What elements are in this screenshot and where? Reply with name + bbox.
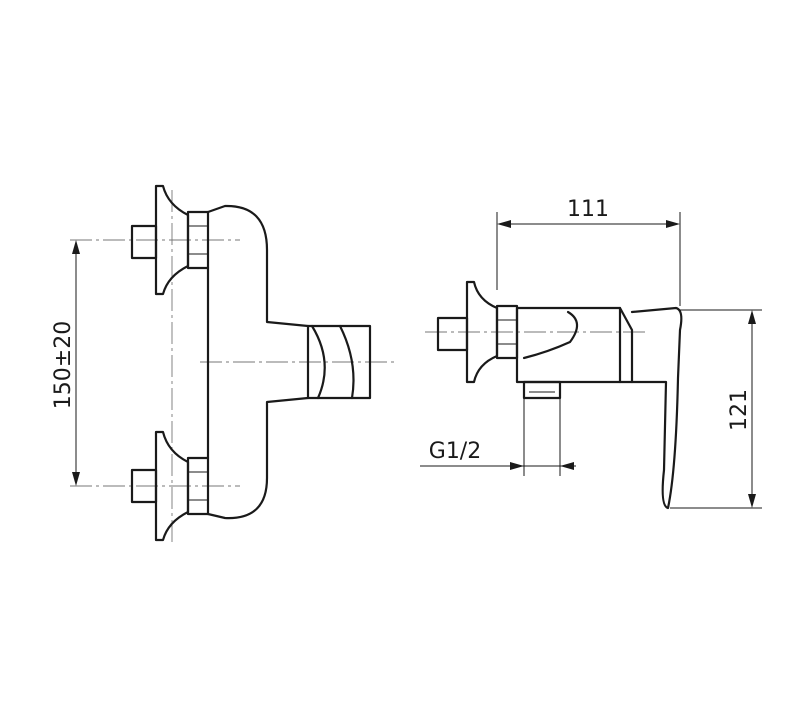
front-spacing-dimension: 150±20 — [51, 240, 80, 486]
width-arrow-right — [666, 220, 680, 228]
side-outlet-spout — [522, 380, 562, 400]
side-mixer-body — [515, 306, 622, 384]
front-mixer-body — [206, 204, 310, 520]
thread-arrow-right — [560, 462, 574, 470]
thread-arrow-left — [510, 462, 524, 470]
width-label: 111 — [567, 197, 609, 222]
front-top-hex-nut — [186, 210, 210, 270]
height-arrow-top — [748, 310, 756, 324]
side-body-taper — [618, 306, 634, 384]
front-bottom-hex-nut — [186, 456, 210, 516]
spacing-arrow-bottom — [72, 472, 80, 486]
side-thread-dimension: G1/2 — [420, 398, 576, 476]
width-arrow-left — [497, 220, 511, 228]
side-body-contour — [522, 310, 579, 360]
height-arrow-bottom — [748, 494, 756, 508]
side-width-dimension: 111 — [496, 197, 681, 306]
thread-label: G1/2 — [429, 439, 481, 464]
side-view — [425, 280, 683, 510]
height-label: 121 — [727, 389, 752, 431]
front-handle-face — [338, 324, 355, 400]
side-height-dimension: 121 — [670, 309, 762, 509]
front-handle-curve — [310, 324, 326, 400]
front-view — [70, 184, 395, 545]
spacing-arrow-top — [72, 240, 80, 254]
spacing-label: 150±20 — [51, 321, 76, 409]
front-top-nut-stub — [130, 224, 158, 260]
side-wall-stub — [436, 316, 469, 352]
side-lever-handle — [630, 306, 683, 510]
